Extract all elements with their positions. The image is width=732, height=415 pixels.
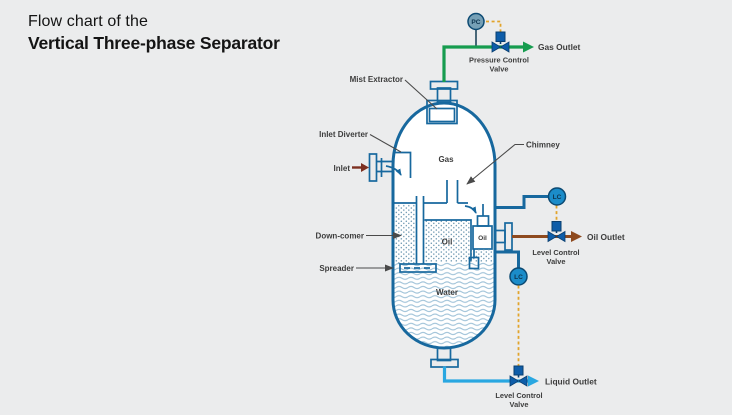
mist-extractor-box	[426, 99, 458, 125]
pressure-valve-label-1: Pressure Control	[469, 56, 529, 65]
oil-lc-label: LC	[553, 194, 562, 201]
page-title: Flow chart of the Vertical Three-phase S…	[28, 12, 280, 55]
oil-bucket-label: Oil	[478, 235, 487, 242]
liquid-level-control-valve	[509, 365, 528, 387]
water-zone-label: Water	[436, 288, 458, 297]
liquid-outlet-arrow-icon	[528, 375, 539, 387]
oil-lc-circle-icon	[547, 187, 567, 206]
liquid-outlet-label: Liquid Outlet	[545, 377, 597, 387]
nozzle-box	[468, 256, 480, 270]
liquid-valve-right-icon	[517, 375, 528, 387]
oil-lc-pipe	[495, 195, 549, 209]
pressure-valve-label-2: Valve	[490, 65, 509, 74]
mist-extractor-label: Mist Extractor	[350, 75, 403, 84]
bottom-nozzle-neck	[436, 346, 452, 362]
gas-outlet-loop: PC Gas Outlet Pressure Control Valve	[442, 12, 581, 82]
spreader-label: Spreader	[319, 264, 354, 273]
pc-signal-line	[486, 20, 502, 32]
oil-outlet-arrow-icon	[571, 231, 582, 242]
water-level-controller: LC	[509, 267, 528, 286]
callouts: Mist Extractor Inlet Diverter Inlet Chim…	[316, 75, 561, 273]
liquid-valve-left-icon	[509, 375, 520, 387]
oil-layer-boundary	[424, 219, 472, 262]
inlet-diverter-plate	[395, 151, 412, 178]
pressure-valve-left-icon	[491, 41, 502, 53]
oil-below-bucket	[471, 249, 492, 262]
oil-layer	[424, 220, 471, 262]
gas-zone-label: Gas	[438, 155, 454, 164]
liquid-outlet-loop: LC Liquid Outlet Level Control Valve	[442, 250, 597, 409]
oil-valve-right-icon	[555, 230, 566, 243]
pressure-control-valve	[491, 31, 510, 53]
pc-circle-icon	[467, 12, 485, 31]
water-lc-label: LC	[514, 274, 523, 281]
mist-extractor-pad	[428, 107, 456, 123]
liquid-valve-label-1: Level Control	[495, 391, 542, 400]
oil-valve-actuator-icon	[551, 221, 562, 232]
oil-zone-label: Oil	[442, 238, 453, 247]
pc-label: PC	[471, 19, 480, 26]
chimney-pointer	[466, 143, 524, 185]
pressure-valve-actuator-icon	[495, 31, 506, 42]
gas-outlet-arrow-icon	[523, 41, 534, 53]
oil-level-controller: LC	[547, 187, 567, 206]
water-layer	[393, 262, 495, 348]
oil-outlet-flange	[504, 222, 513, 251]
vessel-internals	[385, 99, 493, 273]
inlet-diverter-pointer	[369, 134, 402, 153]
inlet-label: Inlet	[334, 164, 351, 173]
pressure-valve-right-icon	[499, 41, 510, 53]
water-lc-circle-icon	[509, 267, 528, 286]
vessel-outline	[391, 101, 497, 350]
oil-level-control-valve	[547, 221, 566, 243]
oil-valve-label-2: Valve	[547, 257, 566, 266]
title-line-2: Vertical Three-phase Separator	[28, 33, 280, 53]
pressure-controller: PC	[467, 12, 485, 31]
water-pattern	[393, 262, 495, 348]
overflow-arrow-icon	[464, 205, 477, 214]
oil-outlet-label: Oil Outlet	[587, 232, 625, 242]
oil-valve-left-icon	[547, 230, 558, 243]
chimney-label: Chimney	[526, 141, 560, 150]
liquid-outlet-pipe	[442, 366, 528, 383]
gas-outlet-pipe	[442, 45, 523, 82]
inlet-marker	[352, 163, 369, 172]
inlet-flange-plate	[368, 153, 378, 182]
oil-outlet-loop: LC Oil Outlet Level Control Valve	[495, 187, 625, 266]
nozzles	[368, 80, 513, 368]
top-nozzle-neck	[436, 87, 452, 103]
water-lc-pipe	[495, 250, 520, 268]
down-comer-pipe	[415, 196, 425, 264]
mist-extractor-pointer	[404, 79, 438, 110]
chimney-walls	[446, 180, 459, 203]
oil-valve-label-1: Level Control	[532, 248, 579, 257]
inlet-arrow-icon	[361, 163, 369, 172]
title-line-1: Flow chart of the	[28, 13, 148, 30]
down-comer-column	[395, 204, 416, 265]
inlet-pipe	[377, 160, 394, 173]
liquid-valve-label-2: Valve	[510, 400, 529, 409]
inlet-flow-arrow-icon	[385, 165, 402, 176]
down-comer-label: Down-comer	[316, 232, 364, 241]
gas-outlet-label: Gas Outlet	[538, 42, 581, 52]
liquid-valve-actuator-icon	[513, 365, 524, 376]
spreader-body	[399, 263, 437, 273]
inlet-diverter-label: Inlet Diverter	[319, 130, 368, 139]
